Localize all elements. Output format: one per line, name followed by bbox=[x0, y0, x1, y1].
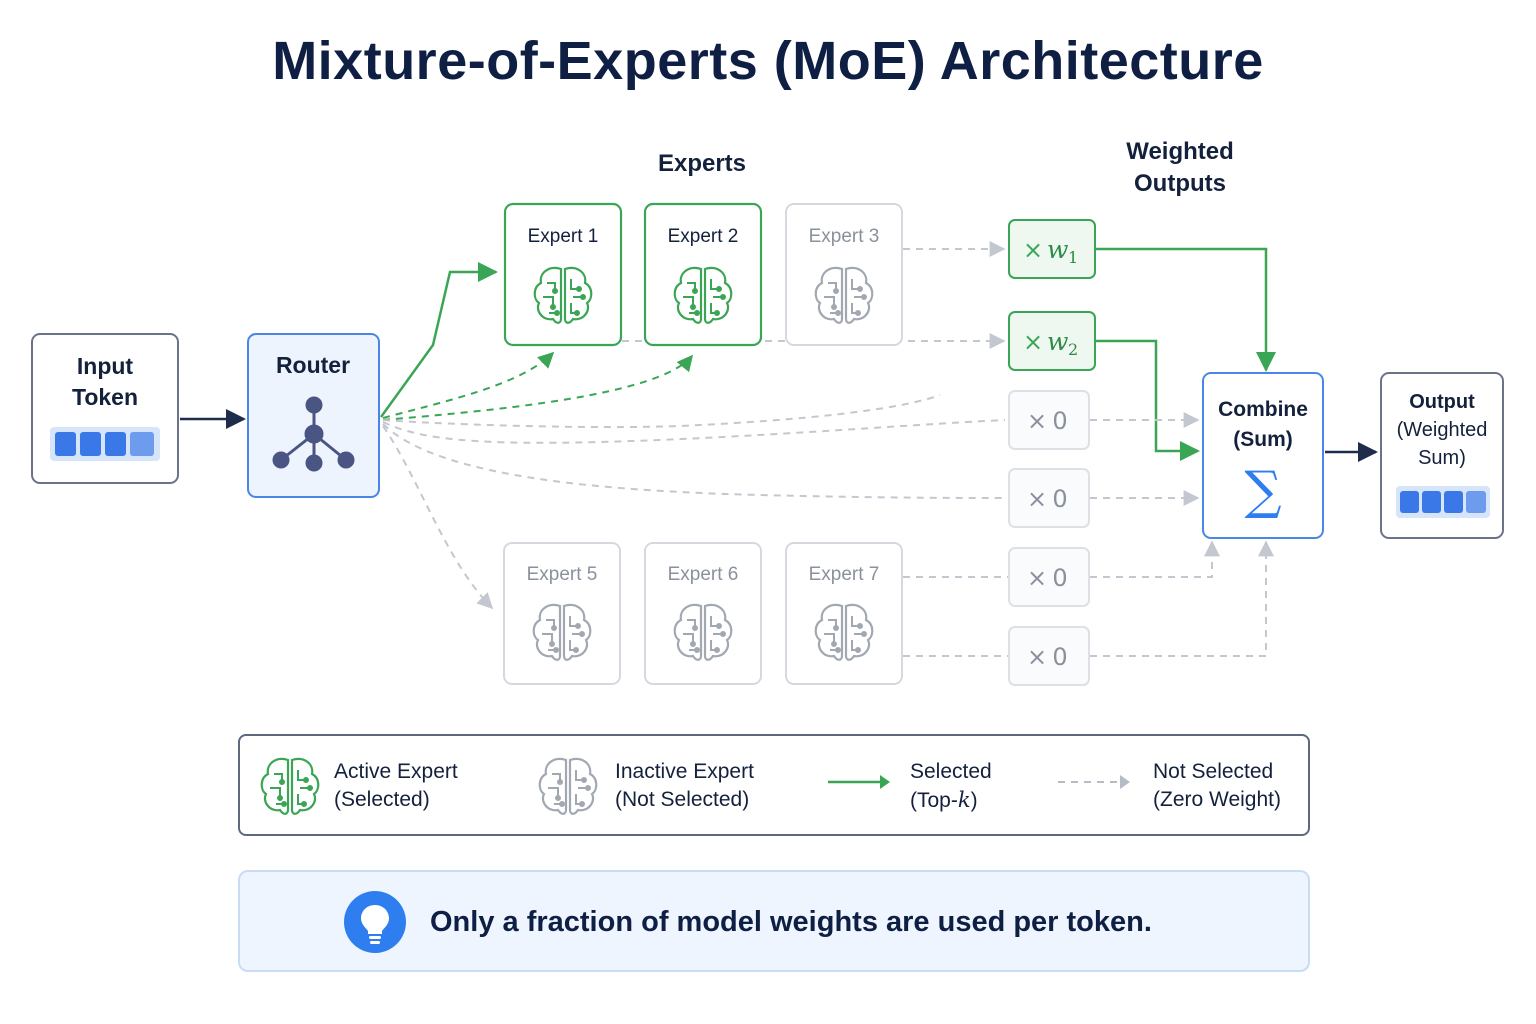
gray-dashed-arrow-icon bbox=[1058, 775, 1130, 789]
lightbulb-icon bbox=[344, 891, 406, 953]
w2-to-combine-arrow bbox=[1096, 339, 1200, 461]
expert-label-6: Expert 6 bbox=[668, 564, 739, 585]
output-label-line3: Sum) bbox=[1418, 447, 1466, 469]
zero4-to-combine-dashed bbox=[1090, 540, 1274, 657]
weight-prefix: × bbox=[1023, 328, 1043, 356]
active-brain-icon bbox=[260, 757, 320, 815]
weighted-outputs-heading-line2: Outputs bbox=[1134, 170, 1226, 197]
weight-prefix: × bbox=[1027, 564, 1047, 592]
expert-label-7: Expert 7 bbox=[809, 564, 880, 585]
legend-selected: Selected (Top-k) bbox=[910, 758, 992, 815]
legend-active-line2: (Selected) bbox=[334, 788, 430, 811]
legend-selected-suffix: ) bbox=[970, 789, 978, 812]
w1-to-combine-arrow bbox=[1096, 247, 1276, 372]
network-tree-icon bbox=[272, 396, 355, 472]
router-to-expert1-arrow bbox=[379, 262, 498, 418]
router-to-zero-weight-1-dashed bbox=[382, 419, 1006, 444]
input-label-line2: Token bbox=[72, 384, 138, 410]
weight-symbol: w bbox=[1047, 235, 1068, 264]
router-to-expert3-dashed bbox=[382, 394, 941, 429]
legend-selected-line2: (Top-k) bbox=[910, 786, 992, 815]
weight-value: 0 bbox=[1052, 485, 1067, 513]
green-arrow-icon bbox=[828, 775, 890, 789]
token-cell bbox=[55, 432, 76, 456]
legend-active-expert: Active Expert (Selected) bbox=[334, 758, 458, 814]
diagram-title: Mixture-of-Experts (MoE) Architecture bbox=[272, 31, 1264, 91]
weight-box-zero-1: × 0 bbox=[1008, 390, 1090, 450]
legend-active-line1: Active Expert bbox=[334, 760, 458, 783]
expert-card-7: Expert 7 bbox=[785, 542, 903, 685]
output-node: Output (Weighted Sum) bbox=[1380, 372, 1504, 539]
output-label-line2: (Weighted bbox=[1397, 419, 1488, 441]
legend-not-selected-line2: (Zero Weight) bbox=[1153, 788, 1281, 811]
expert-label-2: Expert 2 bbox=[668, 226, 739, 247]
experts-heading: Experts bbox=[657, 150, 747, 177]
sigma-icon: ∑ bbox=[1244, 461, 1281, 521]
expert-card-3: Expert 3 bbox=[785, 203, 903, 346]
expert-label-5: Expert 5 bbox=[527, 564, 598, 585]
token-cell bbox=[105, 432, 126, 456]
weight-value: 0 bbox=[1052, 643, 1067, 671]
inactive-brain-icon bbox=[538, 757, 598, 815]
weight-value: 0 bbox=[1052, 407, 1067, 435]
token-cell bbox=[1422, 491, 1441, 513]
expert-card-2: Expert 2 bbox=[643, 202, 763, 347]
weighted-outputs-heading: Weighted Outputs bbox=[1100, 136, 1260, 200]
expert-card-6: Expert 6 bbox=[644, 542, 762, 685]
token-cell bbox=[1444, 491, 1463, 513]
info-banner-text: Only a fraction of model weights are use… bbox=[430, 906, 1152, 938]
combine-label-line1: Combine bbox=[1218, 398, 1308, 421]
legend-not-selected-line1: Not Selected bbox=[1153, 760, 1274, 783]
weight-value: 0 bbox=[1052, 564, 1067, 592]
expert-label-1: Expert 1 bbox=[528, 226, 599, 247]
weight-box-zero-2: × 0 bbox=[1008, 468, 1090, 528]
output-label-line1: Output bbox=[1409, 391, 1475, 413]
token-cell bbox=[1400, 491, 1419, 513]
router-to-expert5-dashed bbox=[382, 425, 494, 610]
token-cell bbox=[80, 432, 101, 456]
legend-inactive-line2: (Not Selected) bbox=[615, 788, 750, 811]
zero3-to-combine-dashed bbox=[1090, 540, 1220, 578]
expert-card-5: Expert 5 bbox=[503, 542, 621, 685]
expert-card-1: Expert 1 bbox=[503, 202, 623, 347]
legend-selected-prefix: (Top- bbox=[910, 789, 958, 812]
router-to-expert2-dashed bbox=[382, 354, 694, 421]
legend: Active Expert (Selected) Inactive Expert… bbox=[238, 734, 1310, 836]
combine-label-line2: (Sum) bbox=[1233, 428, 1293, 451]
info-banner: Only a fraction of model weights are use… bbox=[238, 870, 1310, 972]
token-cell bbox=[130, 432, 154, 456]
router-label: Router bbox=[276, 352, 350, 378]
combine-node: Combine (Sum) ∑ bbox=[1202, 372, 1324, 539]
router-node: Router bbox=[247, 333, 380, 498]
legend-selected-line1: Selected bbox=[910, 760, 992, 783]
legend-not-selected: Not Selected (Zero Weight) bbox=[1153, 758, 1281, 814]
weight-subscript: 2 bbox=[1068, 340, 1078, 359]
weight-symbol: w bbox=[1047, 327, 1068, 356]
expert-label-3: Expert 3 bbox=[809, 226, 880, 247]
weight-prefix: × bbox=[1023, 236, 1043, 264]
legend-inactive-expert: Inactive Expert (Not Selected) bbox=[615, 758, 754, 814]
router-to-expert1-dashed bbox=[382, 351, 555, 419]
router-to-zero-weight-2-dashed bbox=[382, 423, 1006, 499]
weight-prefix: × bbox=[1027, 485, 1047, 513]
token-cell bbox=[1466, 491, 1486, 513]
input-label-line1: Input bbox=[77, 353, 134, 379]
weight-prefix: × bbox=[1027, 407, 1047, 435]
weight-box-zero-3: × 0 bbox=[1008, 547, 1090, 607]
weight-box-zero-4: × 0 bbox=[1008, 626, 1090, 686]
input-token-node: Input Token bbox=[31, 333, 179, 484]
weight-prefix: × bbox=[1027, 643, 1047, 671]
weight-subscript: 1 bbox=[1068, 248, 1078, 267]
weighted-outputs-heading-line1: Weighted bbox=[1126, 138, 1234, 165]
weight-box-w2: × w 2 bbox=[1008, 311, 1096, 371]
legend-selected-var: k bbox=[957, 788, 971, 812]
legend-inactive-line1: Inactive Expert bbox=[615, 760, 754, 783]
weight-box-w1: × w 1 bbox=[1008, 219, 1096, 279]
